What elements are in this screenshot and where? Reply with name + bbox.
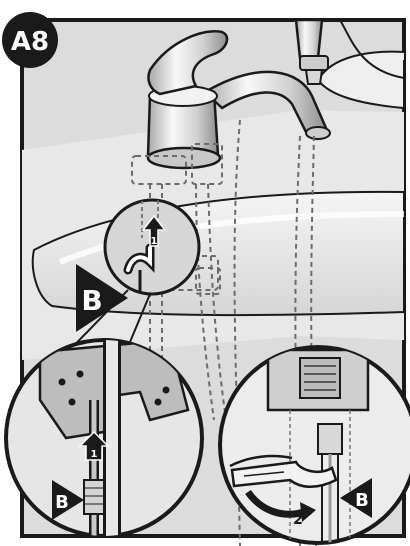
wrench-arrow-number: 2 — [293, 512, 303, 528]
step-badge: A8 — [2, 12, 58, 68]
detail-circle-right: 2 B — [220, 347, 410, 546]
right-detail-callout-label: B — [355, 490, 369, 511]
callout-main-label: B — [81, 284, 102, 317]
lift-arrow-number: 1 — [151, 236, 158, 247]
step-badge-label: A8 — [11, 27, 49, 57]
left-detail-arrow-number: 1 — [91, 449, 98, 460]
left-detail-callout-label: B — [55, 492, 69, 513]
